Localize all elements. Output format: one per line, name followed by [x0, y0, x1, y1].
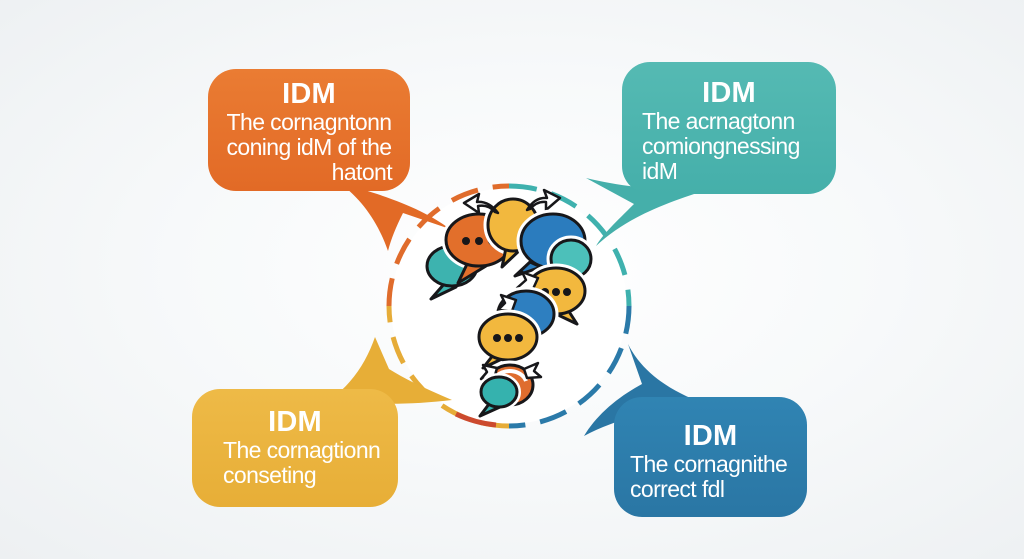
- callout-line: comiongnessing: [642, 133, 800, 160]
- callout-title: IDM: [282, 78, 336, 110]
- callout-top-left: IDM The cornagntonn coning idM of the ha…: [208, 69, 410, 191]
- callout-line: The cornagnithe: [630, 451, 788, 478]
- dashed-arc-red-accent: [454, 411, 497, 428]
- speech-tail-top-left: [340, 183, 450, 251]
- callout-line: The acrnagtonn: [642, 108, 795, 135]
- question-dot-bubbles-icon: [477, 360, 543, 418]
- speech-tail-bottom-left: [330, 337, 452, 404]
- swap-arrow-right-icon: [525, 188, 562, 212]
- callout-line: coning idM of the: [226, 134, 393, 161]
- small-flag-arrow-icon: [496, 293, 518, 313]
- callout-title: IDM: [268, 406, 322, 438]
- callout-title: IDM: [702, 77, 756, 109]
- speech-tail-top-right: [586, 178, 712, 246]
- chat-bubble-orange-dots-icon: [441, 209, 517, 285]
- swap-arrow-left-icon: [462, 192, 500, 215]
- speech-tail-bottom-right: [584, 344, 705, 436]
- callout-bottom-right: IDM The cornagnithe correct fdl: [614, 397, 807, 517]
- callout-line: conseting: [223, 462, 317, 489]
- callout-line: The cornagtionn: [223, 437, 381, 464]
- callout-top-right: IDM The acrnagtonn comiongnessing idM: [622, 62, 836, 194]
- question-mark-chat-bubbles-icon: [422, 188, 596, 418]
- callout-line: correct fdl: [630, 476, 725, 503]
- dashed-arc-blue: [508, 305, 632, 429]
- callout-line: hatont: [331, 159, 393, 186]
- dashed-arc-orange: [386, 183, 510, 307]
- callout-bottom-left: IDM The cornagtionn conseting: [192, 389, 398, 507]
- callout-line: idM: [642, 158, 678, 185]
- chat-bubble-yellow-dots-lower-icon: [474, 309, 542, 370]
- small-arrow-icon: [515, 270, 540, 291]
- callout-line: The cornagntonn: [226, 109, 393, 136]
- dashed-arc-teal: [508, 183, 632, 307]
- callout-title: IDM: [683, 420, 738, 452]
